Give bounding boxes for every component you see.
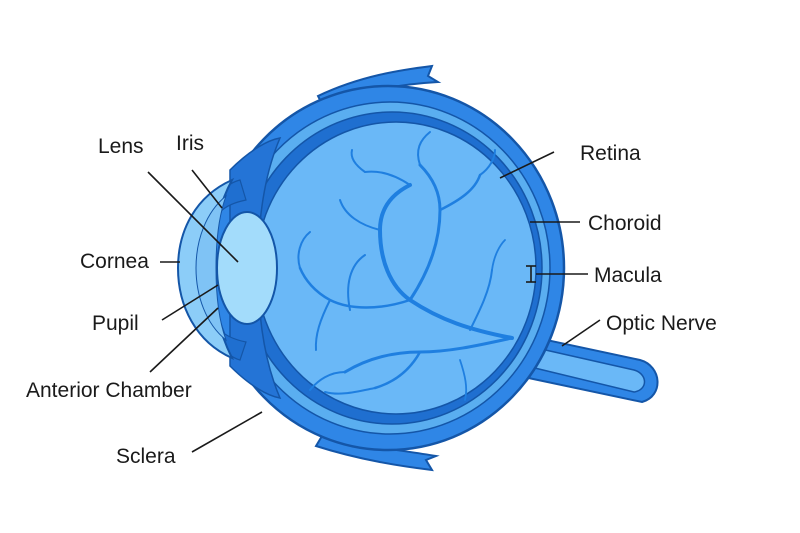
leader-optic-nerve: [561, 319, 601, 347]
label-anterior-chamber: Anterior Chamber: [26, 379, 192, 402]
label-macula: Macula: [594, 264, 662, 287]
label-pupil: Pupil: [92, 312, 139, 335]
label-lens: Lens: [98, 135, 144, 158]
label-retina: Retina: [580, 142, 641, 165]
blood-vessels: [297, 131, 514, 401]
label-cornea: Cornea: [80, 250, 149, 273]
label-sclera: Sclera: [116, 445, 176, 468]
macula-marker: [526, 265, 536, 283]
leader-lens: [147, 171, 239, 263]
lens: [216, 211, 278, 325]
leader-pupil: [161, 284, 219, 321]
label-choroid: Choroid: [588, 212, 662, 235]
leader-sclera: [191, 411, 263, 453]
anterior-chamber: [195, 194, 228, 342]
leader-retina: [499, 151, 555, 179]
vitreous-body: [255, 121, 537, 415]
leader-anterior-chamber: [149, 307, 219, 373]
label-optic-nerve: Optic Nerve: [606, 312, 717, 335]
label-iris: Iris: [176, 132, 204, 155]
leader-iris: [191, 169, 223, 209]
